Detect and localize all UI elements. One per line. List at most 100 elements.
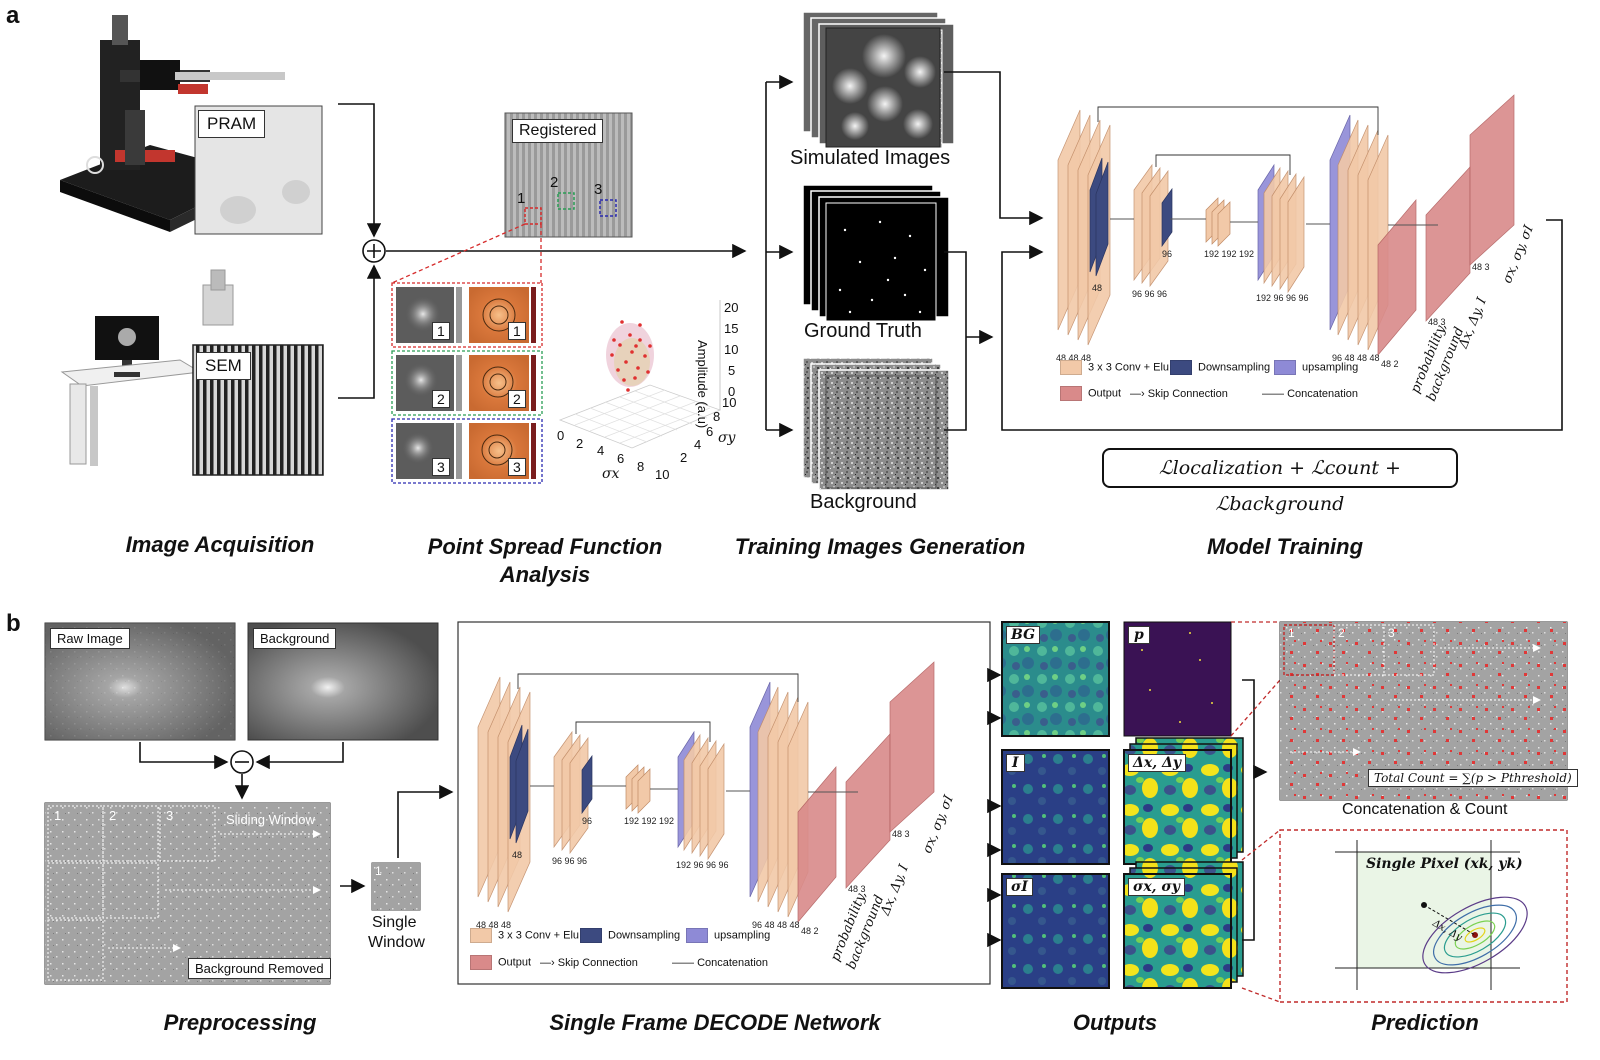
legend-skip-text: Skip Connection xyxy=(1147,388,1228,400)
ground-truth-front xyxy=(825,202,937,322)
single-window-num: 1 xyxy=(375,864,382,878)
pred-window-num-2: 2 xyxy=(1338,626,1345,640)
background-removed-specks xyxy=(45,803,330,984)
netA-legend-concat: ―— Concatenation xyxy=(1262,388,1359,400)
caption-model-training: Model Training xyxy=(1206,534,1364,559)
output-p-points xyxy=(1141,632,1213,723)
legend-conv-text: 3 x 3 Conv + Elu xyxy=(1088,361,1170,374)
netB-legend-concat: ―— Concatenation xyxy=(672,957,769,969)
line-gt-to-model xyxy=(944,251,967,431)
simulated-spot-6 xyxy=(903,109,933,139)
legend-concat-text: Concatenation xyxy=(1287,388,1359,400)
netA-legend-conv: 3 x 3 Conv + Elu xyxy=(1060,360,1169,375)
pram-blob-2 xyxy=(282,180,310,204)
roi-zoom-line-left xyxy=(391,223,526,284)
netA-legend-up: upsampling xyxy=(1274,360,1358,375)
feedback-loop xyxy=(1001,219,1563,431)
netA-legend-output: Output xyxy=(1060,386,1121,401)
roi-1-box xyxy=(524,207,542,225)
roi-2-box xyxy=(557,192,575,210)
raw-image-label: Raw Image xyxy=(50,628,130,649)
simulated-spot-4 xyxy=(867,86,903,122)
x-tick-4: 4 xyxy=(597,443,605,458)
x-tick-6: 6 xyxy=(617,451,625,466)
sliding-window-label: Sliding Window xyxy=(226,812,315,827)
y-axis-label: σy xyxy=(718,430,736,446)
window-2 xyxy=(102,805,159,862)
legendB-down-text: Downsampling xyxy=(608,929,681,942)
dimB-out2: 48 3 xyxy=(848,884,866,894)
ground-truth-points xyxy=(838,220,927,314)
legendB-conv-text: 3 x 3 Conv + Elu xyxy=(498,929,580,942)
ground-truth-label: Ground Truth xyxy=(804,320,922,342)
output-sigma-i-label: σI xyxy=(1006,878,1033,896)
sem-label: SEM xyxy=(196,352,251,380)
total-count-label: Total Count = ∑(p > Pthreshold) xyxy=(1368,769,1578,787)
single-window-label-1: Single xyxy=(372,914,417,931)
window-1 xyxy=(47,805,104,862)
dimB-down1: 48 xyxy=(512,850,522,860)
x-tick-10: 10 xyxy=(655,467,670,482)
sem-workstation xyxy=(60,269,234,466)
legendB-conv-swatch xyxy=(470,928,492,943)
roi-label-1: 1 xyxy=(517,190,526,207)
x-tick-8: 8 xyxy=(637,459,645,474)
dimA-down1: 48 xyxy=(1092,283,1102,293)
legend-down-text: Downsampling xyxy=(1198,361,1271,374)
netB-legend-down: Downsampling xyxy=(580,928,680,943)
simulated-spot-3 xyxy=(832,68,868,104)
window-row2-2 xyxy=(102,862,159,919)
psf-row1-num-gray: 1 xyxy=(432,322,450,340)
caption-prediction: Prediction xyxy=(1371,1010,1479,1035)
pram-blob-1 xyxy=(220,196,256,224)
z-tick-0: 0 xyxy=(728,384,736,399)
legendB-skip-text: Skip Connection xyxy=(557,957,638,969)
caption-decode-network: Single Frame DECODE Network xyxy=(549,1010,881,1035)
single-pixel-grid xyxy=(1335,840,1520,990)
dimB-bottleneck: 192 192 192 xyxy=(624,816,674,826)
roi-label-2: 2 xyxy=(550,174,559,191)
window-num-3: 3 xyxy=(166,808,174,823)
background-removed-label: Background Removed xyxy=(188,958,331,979)
concat-count-label: Concatenation & Count xyxy=(1342,801,1508,818)
z-tick-20: 20 xyxy=(724,300,739,315)
zoom-line-pixel-2 xyxy=(1241,987,1281,1003)
arrow-sem-to-plus xyxy=(338,264,382,399)
dimA-dec2: 96 48 48 48 xyxy=(1332,353,1380,363)
single-pixel-label: Single Pixel (xk, yk) xyxy=(1366,856,1523,872)
psf-row1-num-fit: 1 xyxy=(508,322,526,340)
arrow-pram-to-plus xyxy=(338,103,382,238)
plus-symbol-lines xyxy=(367,244,381,258)
dimB-enc1: 48 48 48 xyxy=(476,920,511,930)
legend-conv-swatch xyxy=(1060,360,1082,375)
dimB-enc2: 96 96 96 xyxy=(552,856,587,866)
unet-diagram-training: 48 48 48 48 96 96 96 96 192 192 192 192 … xyxy=(1056,94,1515,369)
x-tick-0: 0 xyxy=(557,428,565,443)
netB-legend-up: upsampling xyxy=(686,928,770,943)
legendB-up-text: upsampling xyxy=(714,929,771,942)
window-row2-1 xyxy=(47,862,104,919)
dimB-out3: 48 3 xyxy=(892,829,910,839)
output-bg-label: BG xyxy=(1006,626,1041,644)
pram-label: PRAM xyxy=(198,110,266,138)
panel-b-label: b xyxy=(6,610,21,637)
legend-up-text: upsampling xyxy=(1302,361,1359,374)
arrow-sim-to-model xyxy=(944,71,1044,226)
z-axis-label: Amplitude (a.u) xyxy=(695,340,710,429)
output-i-label: I xyxy=(1006,754,1025,772)
pred-window-2 xyxy=(1333,624,1385,676)
dimA-out2: 48 3 xyxy=(1428,317,1446,327)
legend-output-text: Output xyxy=(1088,387,1122,400)
window-row3-1 xyxy=(47,919,104,981)
dimB-dec1: 192 96 96 96 xyxy=(676,860,729,870)
psf-ellipses xyxy=(1422,896,1528,974)
caption-image-acquisition: Image Acquisition xyxy=(125,532,315,557)
simulated-label: Simulated Images xyxy=(790,147,951,169)
netB-legend-skip: ―› Skip Connection xyxy=(540,957,638,969)
y-tick-6: 6 xyxy=(706,424,714,439)
simulated-spot-1 xyxy=(862,34,906,78)
psf-3d-scatter xyxy=(558,300,722,449)
legendB-concat-text: Concatenation xyxy=(697,957,769,969)
z-tick-15: 15 xyxy=(724,321,739,336)
